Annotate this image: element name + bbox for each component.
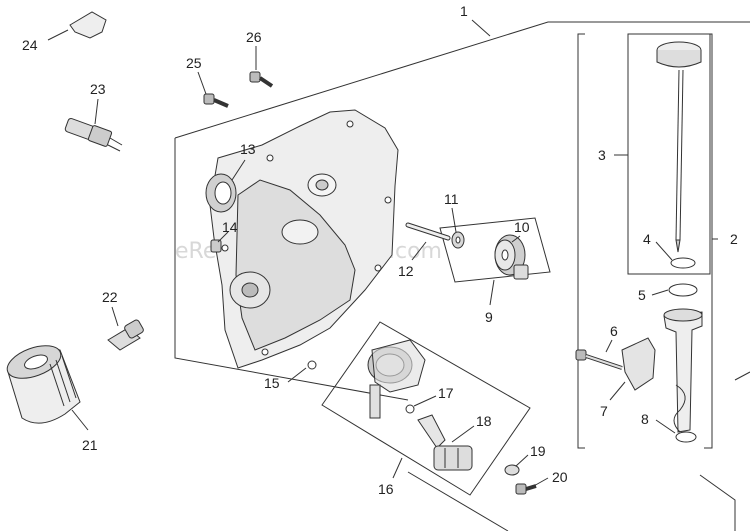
callout-20: 20: [552, 469, 568, 485]
oil-pump-part: [367, 339, 426, 419]
gear-kit-frame: [439, 217, 551, 283]
o-ring-4-part: [670, 257, 696, 269]
callout-14: 14: [222, 219, 238, 235]
callout-21: 21: [82, 437, 98, 453]
bolt-6-part: [575, 349, 623, 370]
o-ring-15-part: [307, 360, 317, 370]
bolt-20-part: [515, 483, 537, 495]
dipstick-part: [656, 41, 702, 253]
o-ring-5-part: [668, 283, 698, 297]
dipstick-tube-part: [663, 308, 703, 433]
main-cover-assembly-frame: [174, 21, 750, 531]
callout-15: 15: [264, 375, 280, 391]
oil-seal-part: [205, 173, 237, 213]
bolt-26-part: [249, 71, 274, 88]
callout-7: 7: [600, 403, 608, 419]
callout-9: 9: [485, 309, 493, 325]
callout-26: 26: [246, 29, 262, 45]
callout-17: 17: [438, 385, 454, 401]
callout-25: 25: [186, 55, 202, 71]
bolt-25-part: [203, 93, 229, 108]
callout-6: 6: [610, 323, 618, 339]
washer-part: [451, 231, 465, 249]
shaft-pin-part: [405, 222, 451, 241]
clip-part: [69, 11, 107, 39]
callout-3: 3: [598, 147, 606, 163]
o-ring-17-part: [405, 404, 415, 414]
callout-10: 10: [514, 219, 530, 235]
dowel-pin-part: [210, 239, 222, 253]
callout-12: 12: [398, 263, 414, 279]
callout-16: 16: [378, 481, 394, 497]
callout-23: 23: [90, 81, 106, 97]
washer-19-part: [504, 464, 520, 476]
callout-1: 1: [460, 3, 468, 19]
oil-pickup-part: [417, 414, 473, 471]
callout-19: 19: [530, 443, 546, 459]
crankcase-cover: [209, 109, 399, 369]
callout-22: 22: [102, 289, 118, 305]
callout-5: 5: [638, 287, 646, 303]
leader-lines: [47, 19, 676, 488]
governor-gear-part: [494, 234, 529, 280]
oil-pump-frame: [321, 321, 531, 496]
tube-bracket-part: [621, 337, 656, 391]
callout-4: 4: [643, 231, 651, 247]
oil-filter-part: [6, 345, 81, 424]
callout-8: 8: [641, 411, 649, 427]
callout-2: 2: [730, 231, 738, 247]
dipstick-box: [627, 33, 711, 275]
callout-13: 13: [240, 141, 256, 157]
callout-11: 11: [444, 191, 459, 207]
filter-nipple-part: [107, 319, 144, 351]
callout-24: 24: [22, 37, 38, 53]
o-ring-8-part: [675, 431, 697, 443]
callout-18: 18: [476, 413, 492, 429]
oil-sensor-part: [64, 117, 123, 152]
